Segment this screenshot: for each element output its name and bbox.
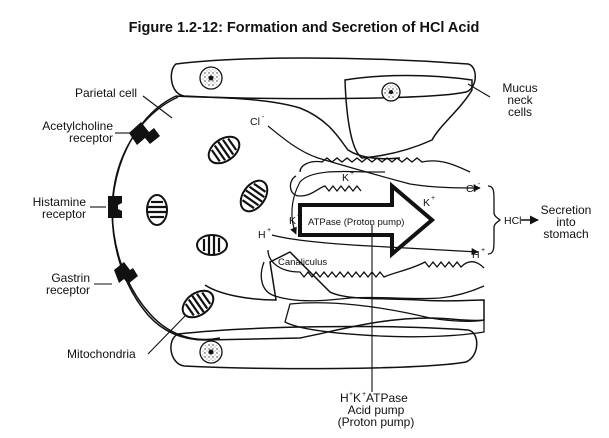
acetylcholine-receptor-icon bbox=[129, 122, 160, 145]
svg-text:-: - bbox=[478, 181, 481, 188]
mitochondrion bbox=[239, 179, 269, 213]
potassium-recycle-arrow bbox=[290, 170, 371, 235]
hydrogen-ion-outer: H + bbox=[472, 247, 485, 261]
pump-label-line3: (Proton pump) bbox=[338, 415, 415, 429]
parietal-cell-label: Parietal cell bbox=[75, 86, 137, 100]
svg-text:ATPase: ATPase bbox=[366, 391, 408, 405]
hcl-label: HCl bbox=[504, 215, 522, 227]
mitochondrion bbox=[181, 289, 215, 319]
histamine-label-line1: Histamine bbox=[33, 195, 87, 209]
gastrin-label-line1: Gastrin bbox=[51, 271, 90, 285]
secretion-label-line1: Secretion bbox=[541, 203, 592, 217]
svg-text:Cl: Cl bbox=[250, 116, 260, 128]
proton-pump-arrow bbox=[298, 181, 436, 259]
bottom-mucus-cell bbox=[170, 325, 478, 370]
bottom-cell-nucleus bbox=[199, 340, 223, 364]
svg-text:+: + bbox=[267, 227, 271, 234]
canaliculus-wall-lower bbox=[267, 249, 485, 279]
pump-label-line1: H + K + ATPase bbox=[340, 391, 408, 405]
svg-text:Cl: Cl bbox=[466, 183, 476, 195]
potassium-ion-top: K + bbox=[342, 170, 354, 184]
atpase-label: ATPase (Proton pump) bbox=[308, 217, 404, 228]
svg-text:+: + bbox=[297, 213, 301, 220]
mitochondria-label: Mitochondria bbox=[67, 347, 136, 361]
mitochondrion bbox=[146, 194, 168, 226]
acetylcholine-label-line1: Acetylcholine bbox=[42, 119, 113, 133]
hydrogen-flow-arrow bbox=[271, 234, 479, 256]
figure-title: Figure 1.2-12: Formation and Secretion o… bbox=[129, 20, 480, 36]
svg-text:+: + bbox=[349, 391, 353, 398]
potassium-ion-right: K + bbox=[423, 195, 435, 209]
secretion-label-line3: stomach bbox=[543, 227, 588, 241]
secretion-label-line2: into bbox=[556, 215, 576, 229]
mucus-label-line2: neck bbox=[507, 93, 533, 107]
svg-text:H: H bbox=[258, 229, 266, 241]
hydrogen-ion-inner: H + bbox=[258, 227, 271, 241]
top-cell-nucleus bbox=[199, 66, 223, 90]
canaliculus-wall-upper bbox=[299, 157, 471, 173]
mucus-label-line3: cells bbox=[508, 105, 532, 119]
gastrin-receptor-icon bbox=[114, 262, 138, 284]
mitochondrion bbox=[207, 135, 241, 165]
acetylcholine-label-line2: receptor bbox=[69, 131, 113, 145]
pump-label-line2: Acid pump bbox=[348, 403, 405, 417]
lower-mucus-cell bbox=[284, 302, 485, 338]
svg-text:-: - bbox=[262, 114, 265, 121]
svg-text:+: + bbox=[481, 247, 485, 254]
mucus-label-line1: Mucus bbox=[502, 81, 537, 95]
chloride-ion-outer: Cl - bbox=[466, 181, 481, 195]
svg-text:K: K bbox=[289, 215, 296, 227]
canaliculus-outer-lower bbox=[260, 261, 485, 302]
histamine-label-line2: receptor bbox=[42, 207, 86, 221]
svg-text:+: + bbox=[362, 391, 366, 398]
svg-text:H: H bbox=[340, 391, 349, 405]
canaliculus-label: Canaliculus bbox=[278, 257, 327, 268]
potassium-ion-left: K + bbox=[289, 213, 301, 227]
svg-text:+: + bbox=[431, 195, 435, 202]
mitochondrion bbox=[196, 234, 228, 256]
histamine-receptor-icon bbox=[108, 196, 122, 218]
mucus-cell-nucleus bbox=[381, 82, 401, 102]
gastrin-label-line2: receptor bbox=[46, 283, 90, 297]
parietal-cell-leader bbox=[142, 95, 173, 119]
canaliculus-loop bbox=[289, 175, 362, 197]
mitochondria-leader bbox=[147, 315, 186, 355]
mucus-leader bbox=[467, 83, 491, 98]
upper-mucus-neck-cell bbox=[344, 74, 473, 159]
svg-text:H: H bbox=[472, 249, 480, 261]
chloride-ion-inner: Cl - bbox=[250, 114, 265, 128]
svg-text:K: K bbox=[423, 197, 430, 209]
svg-text:+: + bbox=[350, 170, 354, 177]
hcl-brace bbox=[487, 185, 501, 255]
svg-text:K: K bbox=[353, 391, 361, 405]
svg-text:K: K bbox=[342, 172, 349, 184]
